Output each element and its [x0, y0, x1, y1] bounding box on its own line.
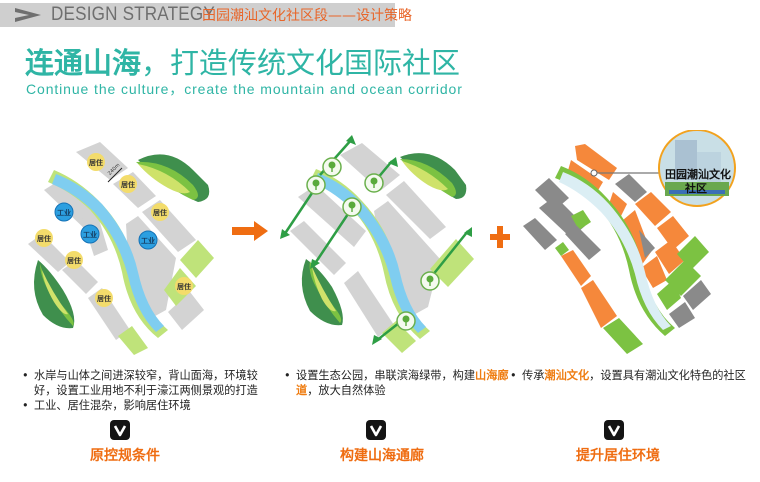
- callout-label-line2: 社区: [684, 181, 707, 195]
- callout-label-line1: 田园潮汕文化: [665, 167, 731, 181]
- check-box-icon: [110, 420, 130, 440]
- culture-callout: 田园潮汕文化 社区: [658, 130, 736, 207]
- residential-marker: 居住: [87, 153, 105, 171]
- column-corridor: 设置生态公园，串联滨海绿带，构建山海廊道，放大自然体验: [282, 368, 512, 398]
- bullet-item: 传承潮汕文化，设置具有潮汕文化特色的社区: [508, 368, 758, 383]
- corridor-plan-diagram: [280, 135, 474, 353]
- header-bar: DESIGN STRATEGY 田园潮汕文化社区段——设计策略: [0, 3, 412, 27]
- svg-text:居住: 居住: [67, 256, 81, 265]
- tree-icon: [342, 197, 362, 217]
- corridor-arrowheads: [280, 135, 472, 345]
- blocks: [523, 144, 711, 354]
- mountain-top-right: [400, 153, 467, 199]
- industrial-marker: 工业: [138, 230, 158, 250]
- river: [314, 173, 426, 333]
- highlight-text: 潮汕文化: [544, 369, 590, 382]
- highlight-text: 山海廊道: [296, 369, 509, 397]
- residential-markers: 居住 居住 居住 居住 居住 居住 居住: [35, 153, 193, 307]
- svg-text:工业: 工业: [83, 230, 97, 239]
- step-label-corridor: 构建山海通廊: [340, 448, 424, 464]
- bullet-item: 水岸与山体之间进深较窄，背山面海，环境较好，设置工业用地不利于濠江两侧景观的打造: [20, 368, 270, 398]
- header-title-cn: 田园潮汕文化社区段——设计策略: [202, 8, 412, 24]
- column-existing: 水岸与山体之间进深较窄，背山面海，环境较好，设置工业用地不利于濠江两侧景观的打造…: [20, 368, 270, 413]
- industrial-markers: 工业 工业 工业: [54, 202, 158, 250]
- bullet-item: 工业、居住混杂，影响居住环境: [20, 398, 270, 413]
- tree-icon: [364, 173, 384, 193]
- header-title-en: DESIGN STRATEGY: [51, 4, 215, 25]
- page-title-rest: ，打造传统文化国际社区: [141, 46, 461, 80]
- industrial-marker: 工业: [54, 202, 74, 222]
- svg-text:居住: 居住: [37, 234, 51, 243]
- residential-marker: 居住: [65, 251, 83, 269]
- mountain-bottom-left: [34, 260, 75, 329]
- arrow-right-icon: [232, 221, 268, 241]
- svg-text:居住: 居住: [89, 158, 103, 167]
- svg-text:工业: 工业: [141, 236, 155, 245]
- page-subtitle: Continue the culture，create the mountain…: [26, 81, 463, 97]
- step-label-culture: 提升居住环境: [576, 448, 660, 464]
- river: [52, 174, 164, 332]
- svg-text:居住: 居住: [153, 208, 167, 217]
- tree-icon: [322, 157, 342, 177]
- bullet-list: 传承潮汕文化，设置具有潮汕文化特色的社区: [508, 368, 758, 383]
- column-culture: 传承潮汕文化，设置具有潮汕文化特色的社区: [508, 368, 758, 383]
- check-box-icon: [604, 420, 624, 440]
- tree-nodes: [306, 157, 440, 331]
- culture-plan-diagram: 田园潮汕文化 社区: [523, 130, 736, 354]
- callout-leader: [590, 169, 663, 177]
- page-title-bold: 连通山海: [25, 46, 142, 80]
- mountain-top-right: [136, 154, 210, 202]
- residential-marker: 居住: [35, 229, 53, 247]
- tree-icon: [420, 271, 440, 291]
- tree-icon: [306, 175, 326, 195]
- residential-marker: 居住: [151, 203, 169, 221]
- residential-marker: 居住: [95, 289, 113, 307]
- residential-marker: 居住: [175, 277, 193, 295]
- svg-text:居住: 居住: [121, 180, 135, 189]
- chevron-right-icon: [15, 8, 41, 22]
- industrial-marker: 工业: [80, 224, 100, 244]
- check-box-icon: [366, 420, 386, 440]
- svg-text:工业: 工业: [57, 208, 71, 217]
- tree-icon: [396, 311, 416, 331]
- plus-icon: [490, 226, 510, 248]
- bullet-list: 水岸与山体之间进深较窄，背山面海，环境较好，设置工业用地不利于濠江两侧景观的打造…: [20, 368, 270, 413]
- existing-plan-diagram: 240m 居住 居住 居住 居住 居住 居住 居住 工业 工业 工业: [28, 142, 214, 355]
- bullet-list: 设置生态公园，串联滨海绿带，构建山海廊道，放大自然体验: [282, 368, 512, 398]
- residential-marker: 居住: [119, 175, 137, 193]
- bullet-item: 设置生态公园，串联滨海绿带，构建山海廊道，放大自然体验: [282, 368, 512, 398]
- mountain-bottom-left: [301, 259, 343, 326]
- page-title: 连通山海，打造传统文化国际社区: [25, 40, 460, 82]
- svg-text:居住: 居住: [97, 294, 111, 303]
- river: [559, 172, 671, 330]
- svg-text:居住: 居住: [177, 282, 191, 291]
- step-label-existing: 原控规条件: [90, 448, 160, 464]
